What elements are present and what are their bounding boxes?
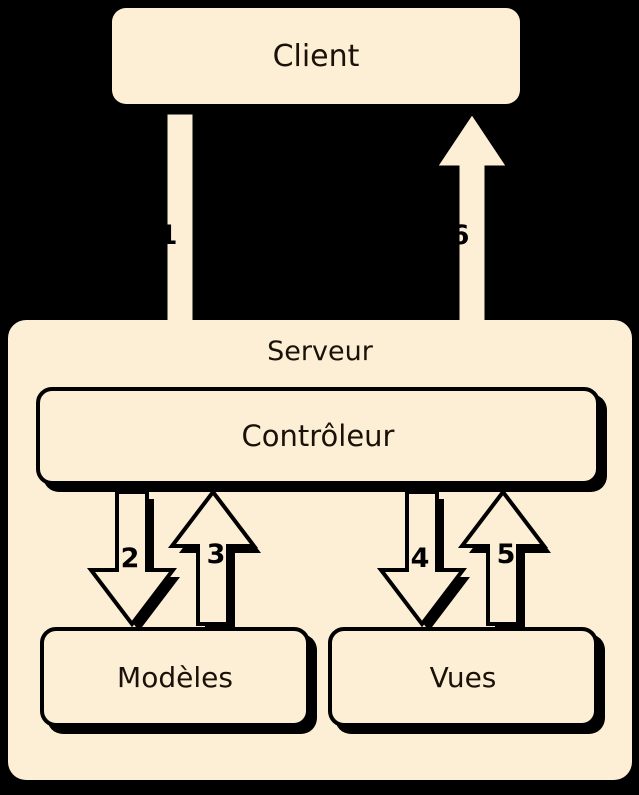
node-modeles-label: Modèles [117, 660, 233, 694]
arrow-5 [457, 488, 558, 632]
node-client[interactable]: Client [112, 8, 520, 104]
node-controleur-label: Contrôleur [241, 419, 395, 453]
node-serveur-label: Serveur [267, 336, 373, 367]
node-controleur[interactable]: Contrôleur [36, 387, 600, 485]
arrow-4 [376, 490, 481, 632]
node-client-label: Client [272, 38, 360, 74]
arrow-3 [167, 488, 268, 632]
node-vues-label: Vues [429, 660, 497, 694]
node-vues[interactable]: Vues [328, 627, 598, 727]
arrow-2 [86, 490, 191, 632]
node-modeles[interactable]: Modèles [40, 627, 310, 727]
